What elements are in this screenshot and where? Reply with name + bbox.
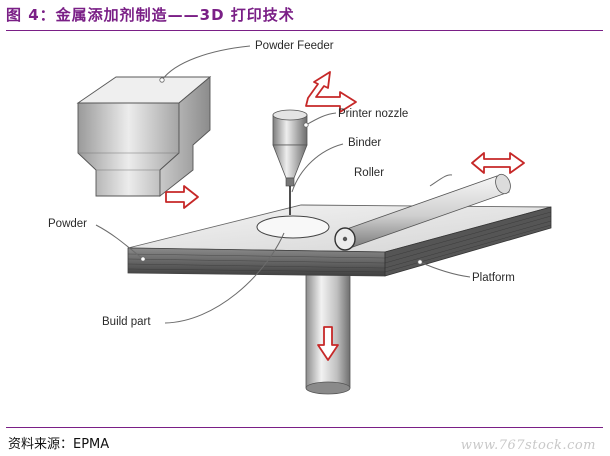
leader-dots (140, 77, 423, 265)
down-arrow-icon (317, 326, 339, 361)
label-roller: Roller (354, 167, 384, 179)
source-note: 资料来源：EPMA (8, 437, 110, 452)
powder-feeder (76, 76, 212, 197)
printer-nozzle (272, 109, 308, 215)
roller (334, 173, 511, 251)
label-platform: Platform (472, 272, 515, 284)
nozzle-motion-arrows-icon (305, 71, 357, 113)
double-arrow-icon (471, 152, 525, 174)
watermark: www.767stock.com (460, 438, 596, 453)
footer-divider (6, 427, 603, 428)
title-divider (6, 30, 603, 31)
label-build-part: Build part (102, 316, 151, 328)
right-arrow-icon (165, 185, 199, 209)
label-binder: Binder (348, 137, 381, 149)
leader-lines (95, 45, 471, 324)
label-printer-nozzle: Printer nozzle (338, 108, 408, 120)
platform (127, 204, 552, 277)
build-part (256, 215, 330, 239)
label-powder: Powder (48, 218, 87, 230)
support-column (305, 261, 351, 395)
label-powder-feeder: Powder Feeder (255, 40, 334, 52)
figure-title: 图 4：金属添加剂制造——3D 打印技术 (6, 6, 295, 24)
